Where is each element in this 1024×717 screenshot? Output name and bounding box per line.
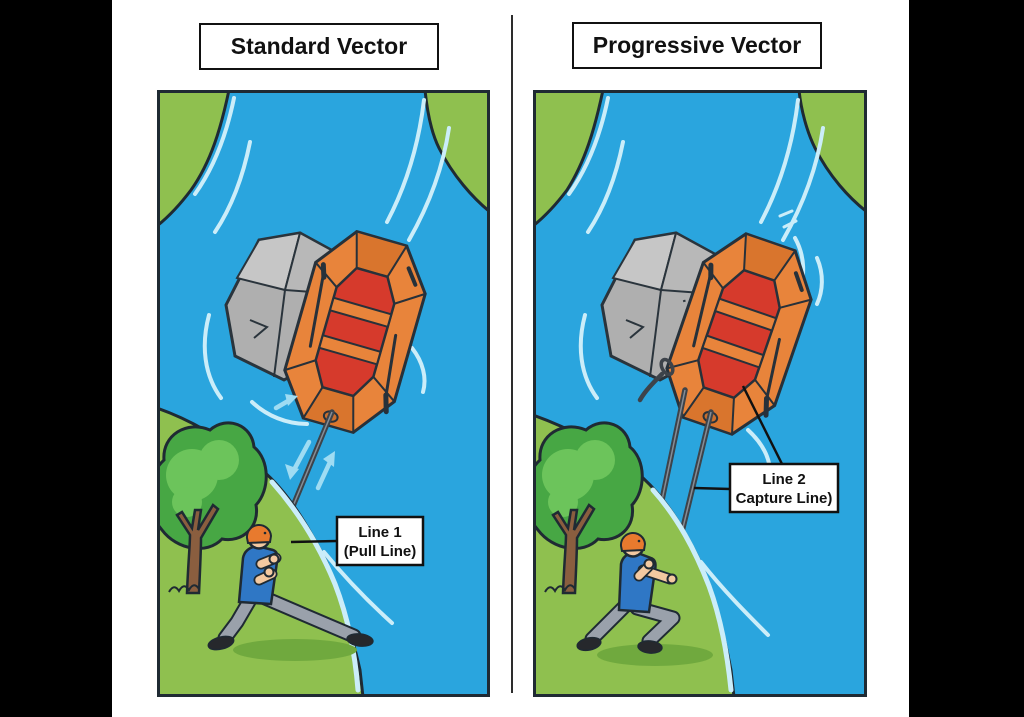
grass-shadow	[233, 639, 357, 661]
standard-vector-title-text: Standard Vector	[230, 33, 408, 59]
back-leg	[219, 592, 257, 644]
callout-leader-to-rope	[693, 486, 731, 491]
shoe	[346, 633, 374, 647]
arrow-up-head	[323, 451, 335, 467]
current-lines	[193, 96, 451, 426]
raft-thwart	[318, 334, 382, 366]
tension-arrows	[273, 394, 335, 491]
arrow-down-shaft	[292, 439, 312, 471]
capture-line-callout: Line 2 Capture Line)	[693, 385, 840, 514]
progressive-vector-title: Progressive Vector	[572, 22, 822, 69]
grass-tuft	[168, 584, 200, 593]
callout-box	[335, 515, 425, 567]
callout-line2: (Pull Line)	[344, 543, 417, 560]
arrow-down-head	[285, 464, 299, 480]
arrow-to-raft-head	[285, 394, 298, 406]
upper-left-bank	[157, 90, 231, 228]
hand-grip	[643, 558, 655, 570]
tree	[533, 421, 644, 595]
rescuer-standing	[207, 524, 374, 661]
grass-shadow	[597, 644, 713, 666]
hand-grip	[666, 573, 678, 585]
helmet	[245, 524, 273, 545]
arrow-up-shaft	[315, 459, 333, 491]
panel-frame	[157, 90, 490, 697]
arrow-to-raft-shaft	[273, 398, 291, 411]
raft-thwart	[701, 334, 765, 369]
tree-trunk	[175, 503, 220, 595]
rope-wrap-on-tube	[659, 357, 675, 377]
helmet	[619, 532, 647, 553]
hand-grip	[263, 566, 275, 578]
shoe	[576, 636, 602, 652]
pinned-raft	[665, 232, 813, 436]
panel-divider-line	[511, 15, 513, 693]
rescuer-crouching	[576, 532, 713, 666]
callout-leader-from-raft	[741, 385, 784, 465]
progressive-vector-title-text: Progressive Vector	[592, 32, 802, 58]
grass-tuft	[544, 584, 576, 593]
callout-line1: Line 2	[762, 471, 805, 488]
upper-left-bank	[533, 90, 605, 228]
raft-thwart	[328, 296, 393, 329]
front-leg	[259, 592, 360, 642]
progressive-vector-scene: Line 2 Capture Line)	[533, 90, 867, 697]
left-black-bar	[0, 0, 112, 717]
raft-paddles	[308, 262, 418, 415]
raft-thwart	[713, 297, 778, 332]
shoe	[637, 640, 663, 654]
standard-vector-scene: Line 1 (Pull Line)	[157, 90, 490, 697]
back-leg	[586, 600, 631, 645]
callout-box	[728, 462, 840, 514]
callout-line1: Line 1	[358, 524, 401, 541]
raft-paddles	[692, 262, 804, 418]
rope-loose-end	[637, 371, 665, 403]
panel-frame	[533, 90, 867, 697]
shoe	[207, 635, 235, 651]
shoreline-highlight	[269, 479, 394, 693]
shoreline-highlight	[650, 487, 770, 693]
right-black-bar	[909, 0, 1024, 717]
standard-vector-title: Standard Vector	[199, 23, 439, 70]
pinned-raft	[283, 229, 427, 435]
tree	[157, 421, 268, 595]
callout-line2: Capture Line)	[736, 490, 833, 507]
tree-trunk	[551, 503, 596, 595]
hand-grip	[268, 553, 280, 565]
pull-line-callout: Line 1 (Pull Line)	[290, 515, 425, 567]
callout-leader	[290, 539, 338, 544]
